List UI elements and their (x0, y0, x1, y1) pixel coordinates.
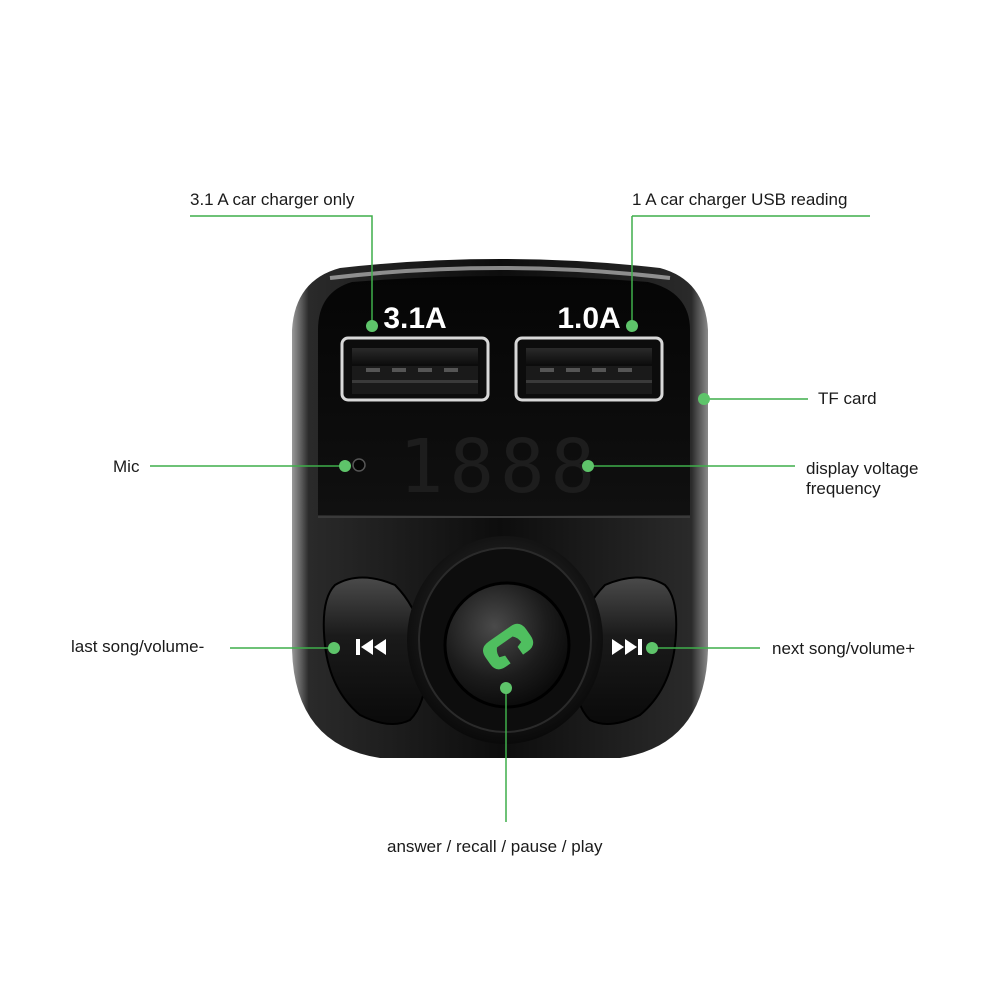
mic-hole (352, 458, 366, 472)
label-next-button: next song/volume+ (772, 639, 916, 658)
callout-line-port-left (190, 215, 373, 326)
prev-button[interactable] (322, 576, 427, 725)
device-front-panel (318, 276, 690, 515)
led-display: 1888 (399, 424, 601, 510)
port-left-rating: 3.1A (383, 302, 446, 335)
skip-previous-icon (356, 639, 386, 655)
label-tf-card: TF card (818, 389, 877, 408)
callout-lines (150, 215, 870, 822)
callout-dots (328, 320, 710, 694)
label-prev-button: last song/volume- (71, 637, 205, 656)
center-button[interactable] (443, 581, 571, 709)
label-display-line2: frequency (806, 479, 881, 498)
label-mic: Mic (113, 457, 140, 476)
usb-port-left (340, 336, 490, 402)
label-center-button: answer / recall / pause / play (387, 837, 603, 856)
device-top-highlight (329, 266, 671, 280)
label-port-right: 1 A car charger USB reading (632, 190, 848, 209)
usb-port-right (514, 336, 664, 402)
label-display: display voltage frequency (806, 459, 918, 499)
label-port-left: 3.1 A car charger only (190, 190, 355, 209)
label-display-line1: display voltage (806, 459, 919, 478)
phone-icon (483, 623, 534, 670)
port-right-rating: 1.0A (557, 302, 620, 335)
skip-next-icon (612, 639, 642, 655)
